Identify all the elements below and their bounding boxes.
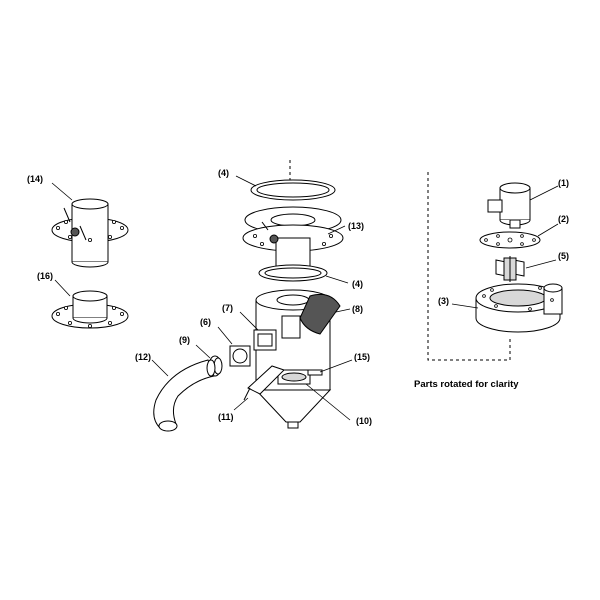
label-5: (5) <box>558 251 569 261</box>
part-4-lower-gasket <box>258 264 328 282</box>
assembly-bracket-line <box>427 172 511 361</box>
part-1-motor <box>487 182 531 229</box>
part-14-flanged-tube-with-clamp <box>51 198 129 268</box>
label-13: (13) <box>348 221 364 231</box>
part-16-flanged-stub <box>51 290 129 329</box>
label-7: (7) <box>222 303 233 313</box>
label-2: (2) <box>558 214 569 224</box>
label-14: (14) <box>27 174 43 184</box>
caption-parts-rotated: Parts rotated for clarity <box>414 379 519 390</box>
part-8-filter-screen <box>299 293 341 335</box>
label-4-lower: (4) <box>352 279 363 289</box>
part-2-mounting-plate <box>479 231 541 249</box>
label-1: (1) <box>558 178 569 188</box>
label-11: (11) <box>218 412 234 422</box>
part-3-blower-housing <box>475 283 563 333</box>
label-15: (15) <box>354 352 370 362</box>
part-7-inlet-adapter <box>253 329 277 351</box>
label-12: (12) <box>135 352 151 362</box>
part-11-access-door <box>243 365 285 401</box>
label-3: (3) <box>438 296 449 306</box>
part-12-hose <box>153 359 216 432</box>
label-10: (10) <box>356 416 372 426</box>
label-6: (6) <box>200 317 211 327</box>
label-4-upper: (4) <box>218 168 229 178</box>
label-8: (8) <box>352 304 363 314</box>
part-4-upper-gasket <box>250 179 336 201</box>
label-9: (9) <box>179 335 190 345</box>
part-5-impeller <box>495 256 525 282</box>
label-16: (16) <box>37 271 53 281</box>
part-6-adapter <box>229 345 251 367</box>
